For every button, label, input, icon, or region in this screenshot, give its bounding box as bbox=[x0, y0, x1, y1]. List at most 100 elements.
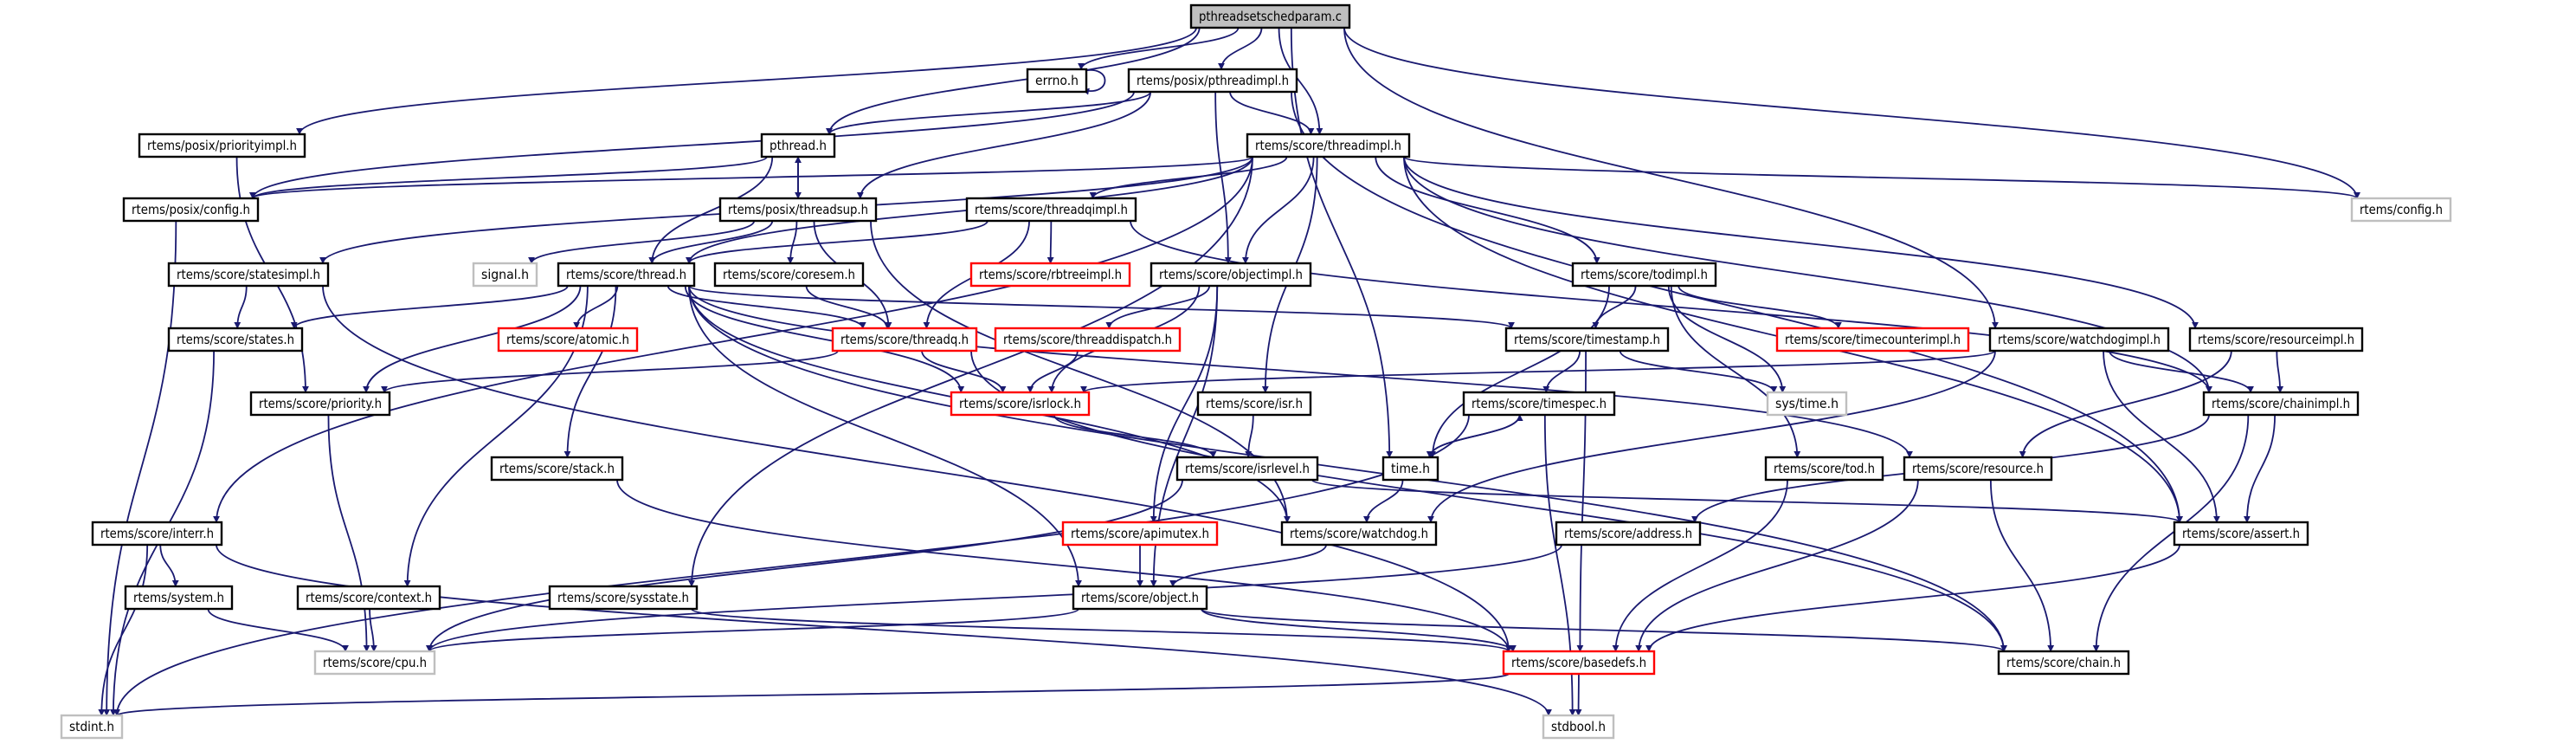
edge-objectimpl-to-threaddispatch bbox=[1105, 285, 1211, 329]
node-watchdog[interactable]: rtems/score/watchdog.h bbox=[1280, 521, 1438, 547]
edge-time-to-watchdog bbox=[1362, 479, 1404, 523]
node-time[interactable]: time.h bbox=[1381, 456, 1439, 482]
node-label: rtems/score/isr.h bbox=[1206, 396, 1303, 411]
node-box bbox=[1072, 585, 1208, 611]
node-isrlock[interactable]: rtems/score/isrlock.h bbox=[950, 391, 1091, 417]
node-box bbox=[1764, 456, 1884, 482]
node-box bbox=[965, 197, 1137, 223]
node-box bbox=[2173, 521, 2309, 547]
node-systime[interactable]: sys/time.h bbox=[1766, 391, 1848, 417]
node-isrlevel[interactable]: rtems/score/isrlevel.h bbox=[1175, 456, 1319, 482]
node-apimutex[interactable]: rtems/score/apimutex.h bbox=[1061, 521, 1219, 547]
node-pthread[interactable]: pthread.h bbox=[760, 133, 836, 159]
edge-isrlevel-to-assert bbox=[1311, 479, 2183, 523]
node-box bbox=[1196, 391, 1312, 417]
node-box bbox=[1175, 456, 1319, 482]
edge-chainimpl-to-assert bbox=[2243, 414, 2276, 523]
node-interr[interactable]: rtems/score/interr.h bbox=[91, 521, 223, 547]
node-timespec[interactable]: rtems/score/timespec.h bbox=[1462, 391, 1616, 417]
node-label: rtems/score/assert.h bbox=[2182, 526, 2300, 541]
node-resourceimpl[interactable]: rtems/score/resourceimpl.h bbox=[2188, 327, 2364, 353]
node-threadqimpl[interactable]: rtems/score/threadqimpl.h bbox=[965, 197, 1137, 223]
node-priorityimpl[interactable]: rtems/posix/priorityimpl.h bbox=[138, 133, 306, 159]
node-threadsup[interactable]: rtems/posix/threadsup.h bbox=[718, 197, 878, 223]
node-rtemsconfig[interactable]: rtems/config.h bbox=[2350, 197, 2452, 223]
node-pthreadimpl[interactable]: rtems/posix/pthreadimpl.h bbox=[1127, 68, 1298, 94]
node-label: rtems/score/object.h bbox=[1081, 590, 1199, 605]
node-watchdogimpl[interactable]: rtems/score/watchdogimpl.h bbox=[1988, 327, 2170, 353]
node-label: pthreadsetschedparam.c bbox=[1199, 9, 1342, 24]
edge-threaddispatch-to-isrlock bbox=[1027, 350, 1079, 393]
edge-watchdogimpl-to-chainimpl bbox=[2109, 350, 2255, 393]
node-address[interactable]: rtems/score/address.h bbox=[1555, 521, 1702, 547]
node-box bbox=[122, 197, 260, 223]
edge-root-to-pthreadimpl bbox=[1217, 27, 1263, 70]
node-stdint[interactable]: stdint.h bbox=[60, 714, 124, 740]
node-box bbox=[167, 327, 304, 353]
edge-thread-to-states bbox=[290, 285, 569, 329]
node-thread[interactable]: rtems/score/thread.h bbox=[557, 262, 696, 288]
edge-threadimpl-to-objectimpl bbox=[1241, 156, 1315, 264]
node-timestamp[interactable]: rtems/score/timestamp.h bbox=[1504, 327, 1670, 353]
node-todimpl[interactable]: rtems/score/todimpl.h bbox=[1571, 262, 1717, 288]
node-box bbox=[1988, 327, 2170, 353]
node-priority[interactable]: rtems/score/priority.h bbox=[249, 391, 391, 417]
node-sysstate[interactable]: rtems/score/sysstate.h bbox=[548, 585, 699, 611]
node-box bbox=[548, 585, 699, 611]
node-box bbox=[1150, 262, 1312, 288]
node-context[interactable]: rtems/score/context.h bbox=[296, 585, 441, 611]
node-coresem[interactable]: rtems/score/coresem.h bbox=[713, 262, 865, 288]
node-errno[interactable]: errno.h bbox=[1026, 68, 1088, 94]
edge-thread-to-object bbox=[688, 285, 1082, 587]
edge-pthreadimpl-to-threadimpl bbox=[1229, 91, 1315, 135]
node-basedefs[interactable]: rtems/score/basedefs.h bbox=[1502, 650, 1656, 676]
node-threadq[interactable]: rtems/score/threadq.h bbox=[831, 327, 978, 353]
node-label: errno.h bbox=[1035, 73, 1079, 88]
node-label: rtems/score/states.h bbox=[177, 332, 294, 347]
node-chain[interactable]: rtems/score/chain.h bbox=[1997, 650, 2130, 676]
node-threaddispatch[interactable]: rtems/score/threaddispatch.h bbox=[994, 327, 1182, 353]
edge-interr-to-stdint bbox=[98, 544, 149, 716]
edge-interr-to-stdbool bbox=[216, 544, 1552, 716]
edge-todimpl-to-tod bbox=[1670, 285, 1801, 458]
node-label: rtems/posix/pthreadimpl.h bbox=[1137, 73, 1289, 88]
node-system[interactable]: rtems/system.h bbox=[124, 585, 234, 611]
node-tod[interactable]: rtems/score/tod.h bbox=[1764, 456, 1884, 482]
node-isr[interactable]: rtems/score/isr.h bbox=[1196, 391, 1312, 417]
edge-statesimpl-to-states bbox=[234, 285, 248, 329]
node-threadimpl[interactable]: rtems/score/threadimpl.h bbox=[1246, 133, 1411, 159]
node-resource[interactable]: rtems/score/resource.h bbox=[1903, 456, 2053, 482]
node-chainimpl[interactable]: rtems/score/chainimpl.h bbox=[2202, 391, 2360, 417]
node-label: rtems/config.h bbox=[2360, 202, 2443, 217]
node-box bbox=[138, 133, 306, 159]
node-cpu[interactable]: rtems/score/cpu.h bbox=[313, 650, 436, 676]
edge-root-to-watchdogimpl bbox=[1343, 27, 1999, 329]
node-assert[interactable]: rtems/score/assert.h bbox=[2173, 521, 2309, 547]
node-statesimpl[interactable]: rtems/score/statesimpl.h bbox=[167, 262, 330, 288]
node-rbtreeimpl[interactable]: rtems/score/rbtreeimpl.h bbox=[969, 262, 1131, 288]
node-label: rtems/score/basedefs.h bbox=[1511, 655, 1646, 670]
node-stdbool[interactable]: stdbool.h bbox=[1542, 714, 1615, 740]
node-posixconfig[interactable]: rtems/posix/config.h bbox=[122, 197, 260, 223]
edge-posixconfig-to-stdint bbox=[103, 220, 177, 716]
node-timecounterimpl[interactable]: rtems/score/timecounterimpl.h bbox=[1775, 327, 1970, 353]
edge-threadimpl-to-rtemsconfig bbox=[1403, 156, 2360, 199]
node-box bbox=[1246, 133, 1411, 159]
edge-threadimpl-to-todimpl bbox=[1375, 156, 1600, 264]
node-root[interactable]: pthreadsetschedparam.c bbox=[1189, 3, 1351, 29]
node-states[interactable]: rtems/score/states.h bbox=[167, 327, 304, 353]
node-object[interactable]: rtems/score/object.h bbox=[1072, 585, 1208, 611]
edge-thread-to-atomic bbox=[573, 285, 619, 329]
node-box bbox=[1462, 391, 1616, 417]
edge-thread-to-threadq bbox=[667, 285, 866, 329]
edge-errno-to-errno bbox=[1082, 68, 1106, 95]
node-atomic[interactable]: rtems/score/atomic.h bbox=[497, 327, 639, 353]
edge-watchdogimpl-to-isrlock bbox=[1080, 350, 1996, 393]
edge-isr-to-isrlevel bbox=[1245, 414, 1254, 458]
edge-pthreadimpl-to-posixconfig bbox=[249, 91, 1135, 199]
node-signal[interactable]: signal.h bbox=[472, 262, 538, 288]
edge-watchdog-to-object bbox=[1169, 544, 1327, 587]
node-box bbox=[1061, 521, 1219, 547]
node-objectimpl[interactable]: rtems/score/objectimpl.h bbox=[1150, 262, 1312, 288]
node-stack[interactable]: rtems/score/stack.h bbox=[490, 456, 624, 482]
